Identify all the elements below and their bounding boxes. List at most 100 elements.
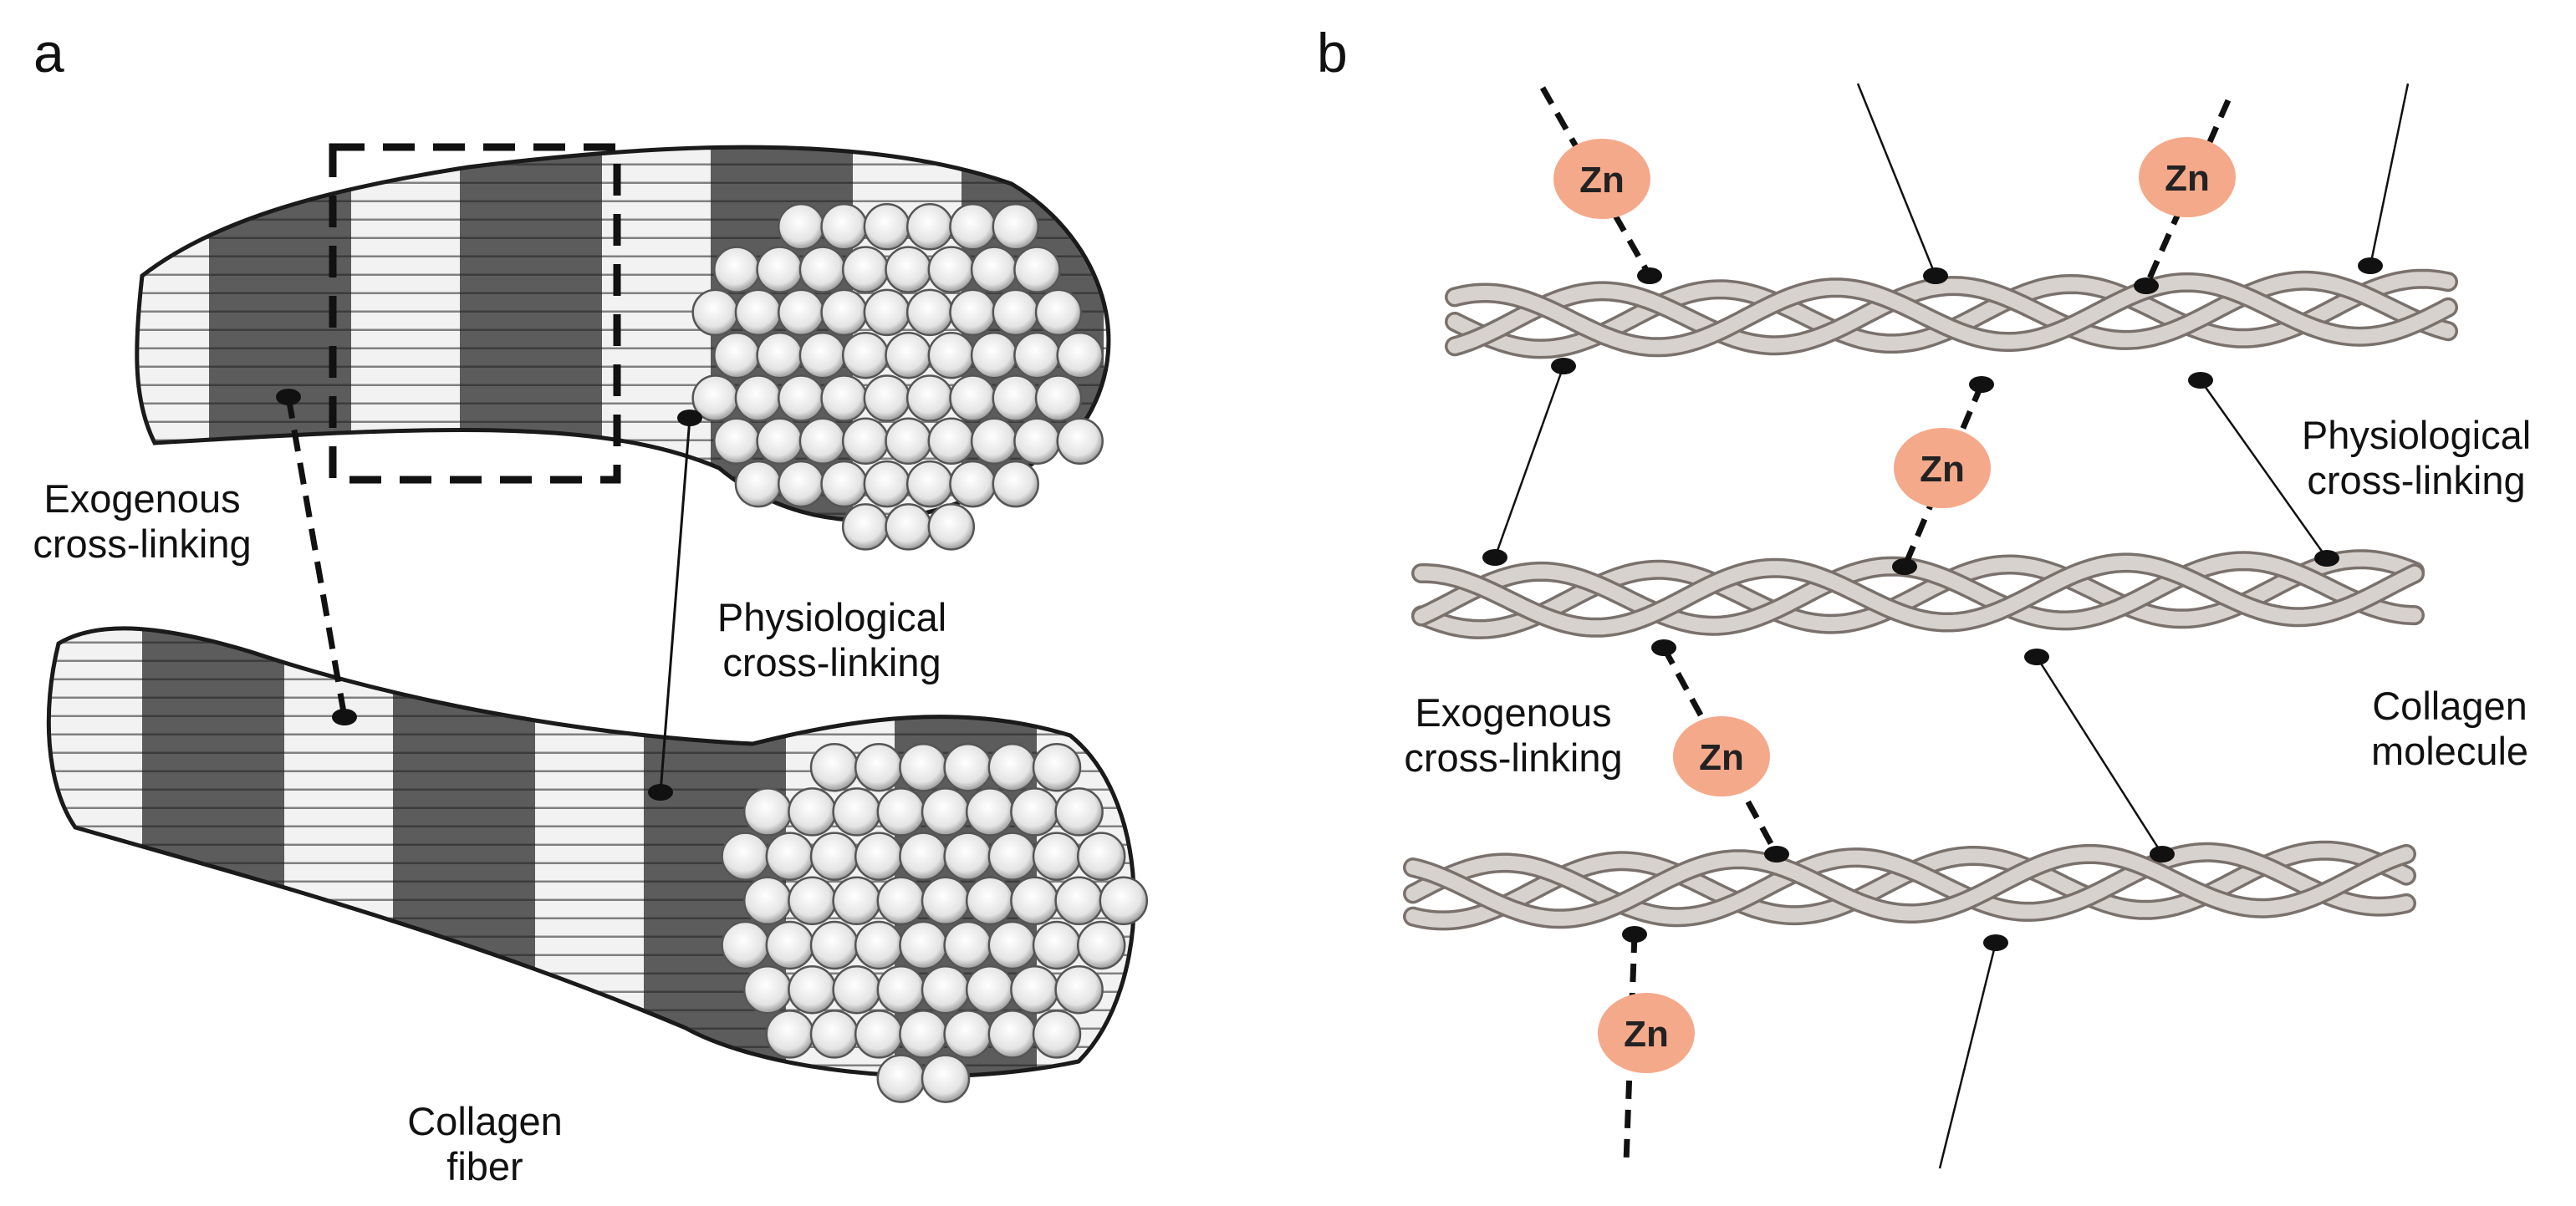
panel-b: Zn Zn Zn Zn Zn [1403,83,2458,1169]
crosslink-dot [1622,926,1647,943]
helix-strand [1405,845,2414,924]
fibril-cross-section [788,964,837,1015]
fibril-cross-section [809,1010,860,1059]
fibril-cross-section [778,203,825,251]
svg-text:Zn: Zn [1920,449,1965,490]
fibril-cross-section [734,374,783,422]
zinc-ion: Zn [1598,993,1695,1073]
fiber-cross-section-top [691,203,1104,551]
fibril-cross-section [905,288,954,337]
fibril-cross-section [876,1054,926,1103]
panel-label-a: a [33,22,64,84]
fibril-cross-section [820,460,868,508]
fibril-cross-section [1010,787,1059,837]
physiological-crosslinking-label-a: Physiological cross-linking [717,595,947,684]
fibril-cross-section [820,374,868,422]
fibril-cross-section [943,920,992,970]
fibril-cross-section [921,964,971,1015]
fibril-cross-section [992,460,1039,508]
fibril-cross-section [1032,832,1082,881]
fibril-cross-section [756,417,803,466]
svg-text:Zn: Zn [1624,1014,1669,1055]
fibril-cross-section [841,246,890,293]
fibril-cross-section [742,876,793,926]
fibril-cross-section [876,787,926,837]
fibril-cross-section [1054,787,1104,837]
fibril-cross-section [905,460,954,508]
crosslink-dot [648,784,673,801]
crosslink-dot [332,709,357,725]
fibril-cross-section [1076,832,1126,881]
fibril-cross-section [820,203,868,251]
fibril-cross-section [905,374,954,422]
fibril-cross-section [1010,964,1059,1015]
fibril-cross-section [721,832,770,881]
fibril-cross-section [949,203,997,251]
fibril-cross-section [713,331,761,379]
fibril-cross-section [778,374,825,422]
exogenous-crosslinking-label-a: Exogenous cross-linking [33,476,252,566]
fibril-cross-section [1056,331,1104,379]
fibril-cross-section [832,787,881,837]
fibril-cross-section [927,246,976,293]
crosslink-dot [2314,550,2339,567]
fibril-cross-section [987,920,1038,970]
crosslink-dot [1637,267,1662,284]
fibril-cross-section [927,503,976,551]
fibril-cross-section [885,246,932,293]
exogenous-crosslinking-label-b: Exogenous cross-linking [1404,690,1623,780]
fibril-cross-section [841,417,890,466]
fibril-cross-section [778,288,825,337]
zinc-ion: Zn [1894,428,1991,508]
fibril-cross-section [721,920,770,970]
collagen-fiber-bottom [46,626,1149,1103]
fibril-cross-section [742,787,793,837]
crosslink-dot [2024,649,2049,665]
crosslink-dot [1551,358,1576,374]
exogenous-crosslink-line [285,396,348,718]
crosslink-dot [677,410,702,426]
fibril-cross-section [965,787,1015,837]
fibril-cross-section [734,460,783,508]
zinc-ion: Zn [1553,139,1650,219]
helix-strand [1405,847,2414,926]
fibril-cross-section [992,203,1039,251]
fibril-cross-section [992,288,1039,337]
fibril-cross-section [734,288,783,337]
fibril-cross-section [778,460,825,508]
fibril-cross-section [1032,1010,1082,1059]
fibril-cross-section [876,876,926,926]
crosslink-dot [1923,267,1948,284]
fibril-cross-section [820,288,868,337]
fibril-cross-section [713,417,761,466]
fibril-cross-section [905,203,954,251]
crosslink-dot [1651,639,1676,656]
fibril-cross-section [899,1010,948,1059]
fibril-cross-section [863,460,911,508]
fibril-cross-section [899,920,948,970]
physiological-crosslinks [1493,83,2410,1169]
fibril-cross-section [1013,417,1061,466]
fibril-cross-section [885,503,932,551]
collagen-fiber-label: Collagen fiber [407,1099,563,1188]
zinc-ions: Zn Zn Zn Zn Zn [1553,137,2236,1073]
fibril-cross-section [921,787,971,837]
physiological-crosslink-line [659,417,691,793]
fibril-cross-section [1054,876,1104,926]
fibril-cross-section [832,964,881,1015]
collagen-molecule-top [1445,268,2458,359]
fibril-cross-section [1034,374,1083,422]
fibril-cross-section [885,417,932,466]
crosslink-dot [2188,372,2213,389]
fibril-cross-section [1013,246,1061,293]
svg-text:Zn: Zn [2165,158,2210,199]
fibril-cross-section [756,246,803,293]
crosslink-dot [2150,846,2175,863]
fibril-cross-section [854,1010,904,1059]
collagen-molecule-label: Collagen molecule [2370,684,2529,773]
fibril-cross-section [809,742,860,792]
fibril-cross-section [841,503,890,551]
fibril-cross-section [1076,920,1126,970]
fibril-cross-section [987,832,1038,881]
fibril-cross-section [885,331,932,379]
